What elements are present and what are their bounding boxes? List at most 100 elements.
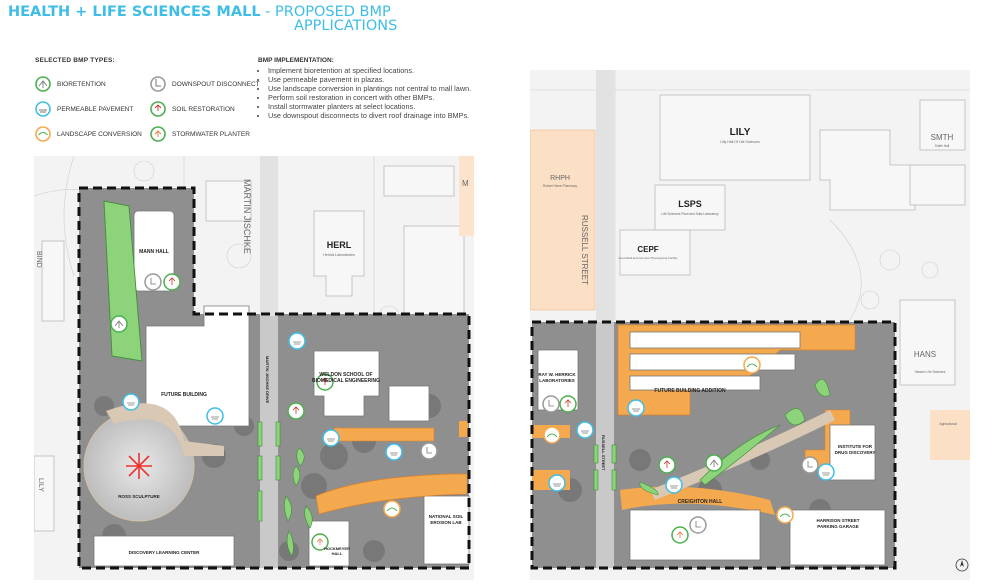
label-smth: SMTH [931,133,954,142]
context-buildings [34,165,465,532]
bioretention-icon [705,454,723,472]
permeable-pavement-icon [665,476,683,494]
russell-road [596,322,614,568]
jischke-road-north [260,156,278,316]
title-main: HEALTH + LIFE SCIENCES MALL [8,4,261,20]
landscape-conversion-icon [743,356,761,374]
context-buildings [619,94,966,386]
stormwater-planters [257,421,313,557]
legend-heading: SELECTED BMP TYPES: [35,57,115,64]
legend-label: BIORETENTION [57,80,106,88]
label-harrison-1: HARRISON STREET [816,518,859,523]
legend-item-bioretention: BIORETENTION [35,76,106,92]
landscape-conversion-band [315,473,468,515]
label-creighton: CREIGHTON HALL [678,499,723,505]
landscape-conversion-icon [776,506,794,524]
bioretention-areas [593,379,831,496]
label-hans-sub: Hansen Life Sciences [915,370,946,374]
permeable-pavement-icon [817,463,835,481]
label-ray-herrick-2: LABORATORIES [539,378,575,383]
implementation-item: Implement bioretention at specified loca… [268,66,478,75]
bmp-markers [110,273,438,551]
bioretention-icon [35,76,51,92]
label-weldon-2: BIOMEDICAL ENGINEERING [312,378,380,384]
label-lsps-sub: Life Sciences Plant and Soils Laboratory [661,212,719,216]
label-future-addition: FUTURE BUILDING ADDITION [654,388,726,394]
north-arrow-icon [955,558,969,572]
stormwater-planter-icon [311,533,329,551]
label-lsps: LSPS [678,199,702,209]
implementation-item: Use permeable pavement in plazas. [268,75,478,84]
soil-restoration-icon [287,402,305,420]
label-discovery-learning: DISCOVERY LEARNING CENTER [129,550,201,555]
soil-restoration-icon [658,456,676,474]
stormwater-planter-icon [150,126,166,142]
implementation-item: Use landscape conversion in plantings no… [268,84,478,93]
soil-restoration-icon [559,395,577,413]
permeable-pavement-icon [385,443,403,461]
label-institute-2: DRUG DISCOVERY [835,450,876,455]
bmp-markers [542,356,835,544]
downspout-icon [689,516,707,534]
label-russell-street: RUSSELL STREET [580,215,589,285]
label-natl-soil-2: EROSION LAB [430,520,462,525]
permeable-pavement-icon [122,393,140,411]
russell-road-north [596,70,614,322]
label-ross-sculpture: ROSS SCULPTURE [118,494,160,499]
left-site-map: MANN HALL FUTURE BUILDING WELDON SCHOOL … [34,156,474,580]
label-herl-sub: Herrick Laboratories [323,253,355,257]
label-mann-hall: MANN HALL [139,249,169,255]
downspout-icon [801,456,819,474]
label-smth-sub: Smith Hall [935,144,950,148]
label-herl: HERL [327,240,352,250]
permeable-plaza [106,403,224,456]
page-title: HEALTH + LIFE SCIENCES MALL - PROPOSED B… [8,5,391,20]
legend-item-landscape-conversion: LANDSCAPE CONVERSION [35,126,142,142]
project-boundary [77,186,471,570]
label-rhph-sub: Robert Heine Pharmacy [543,184,577,188]
title-dash: - PROPOSED BMP [260,4,391,20]
legend-item-stormwater-planter: STORMWATER PLANTER [150,126,250,142]
soil-restoration-icon [316,373,334,391]
implementation-heading: BMP IMPLEMENTATION: [258,57,334,64]
legend-label: PERMEABLE PAVEMENT [57,105,134,113]
implementation-item: Install stormwater planters at select lo… [268,102,478,111]
soil-restoration-icon [150,101,166,117]
left-map-drawing: MANN HALL FUTURE BUILDING WELDON SCHOOL … [34,156,474,580]
legend-label: DOWNSPOUT DISCONNECT [172,80,260,88]
label-lilly: LILY [37,478,44,492]
label-future-building: FUTURE BUILDING [161,392,207,398]
downspout-icon [150,76,166,92]
legend-item-downspout: DOWNSPOUT DISCONNECT [150,76,260,92]
permeable-pavement-icon [576,421,594,439]
label-harrison-2: PARKING GARAGE [817,524,858,529]
label-institute-1: INSTITUTE FOR [838,444,873,449]
implementation-list: Implement bioretention at specified loca… [258,66,478,120]
orange-context-building [930,410,970,460]
permeable-pavement-icon [548,474,566,492]
permeable-pavement-icon [322,429,340,447]
label-cepf: CEPF [637,245,658,254]
label-martin-jischke-drive: MARTIN JISCHKE DRIVE [265,356,270,404]
permeable-pavement-icon [627,399,645,417]
context-orange-building [459,156,474,236]
label-agri: Agricultural [939,422,957,426]
site-buildings [93,210,470,567]
landscape-conversion-small [459,421,468,437]
label-weldon-1: WELDON SCHOOL OF [319,372,372,378]
downspout-icon [542,395,560,413]
label-lily-sub: Lilly Hall Of Life Sciences [720,140,760,144]
label-hockmeyer-1: HOCKMEYER [324,546,350,551]
bioretention-icon [110,315,128,333]
legend-label: SOIL RESTORATION [172,105,235,113]
label-cepf-sub: Controlled Environment Phenotyping Facil… [618,256,678,260]
pharmacy-building [530,129,596,311]
legend-item-permeable-pavement: PERMEABLE PAVEMENT [35,101,133,117]
permeable-pavement-icon [35,101,51,117]
landscape-conversion-icon [543,426,561,444]
legend-label: LANDSCAPE CONVERSION [57,130,142,138]
label-rhph: RHPH [550,175,570,182]
label-lily: LILY [730,127,751,138]
landscape-conversion-icon [35,126,51,142]
implementation-item: Perform soil restoration in concert with… [268,93,478,102]
